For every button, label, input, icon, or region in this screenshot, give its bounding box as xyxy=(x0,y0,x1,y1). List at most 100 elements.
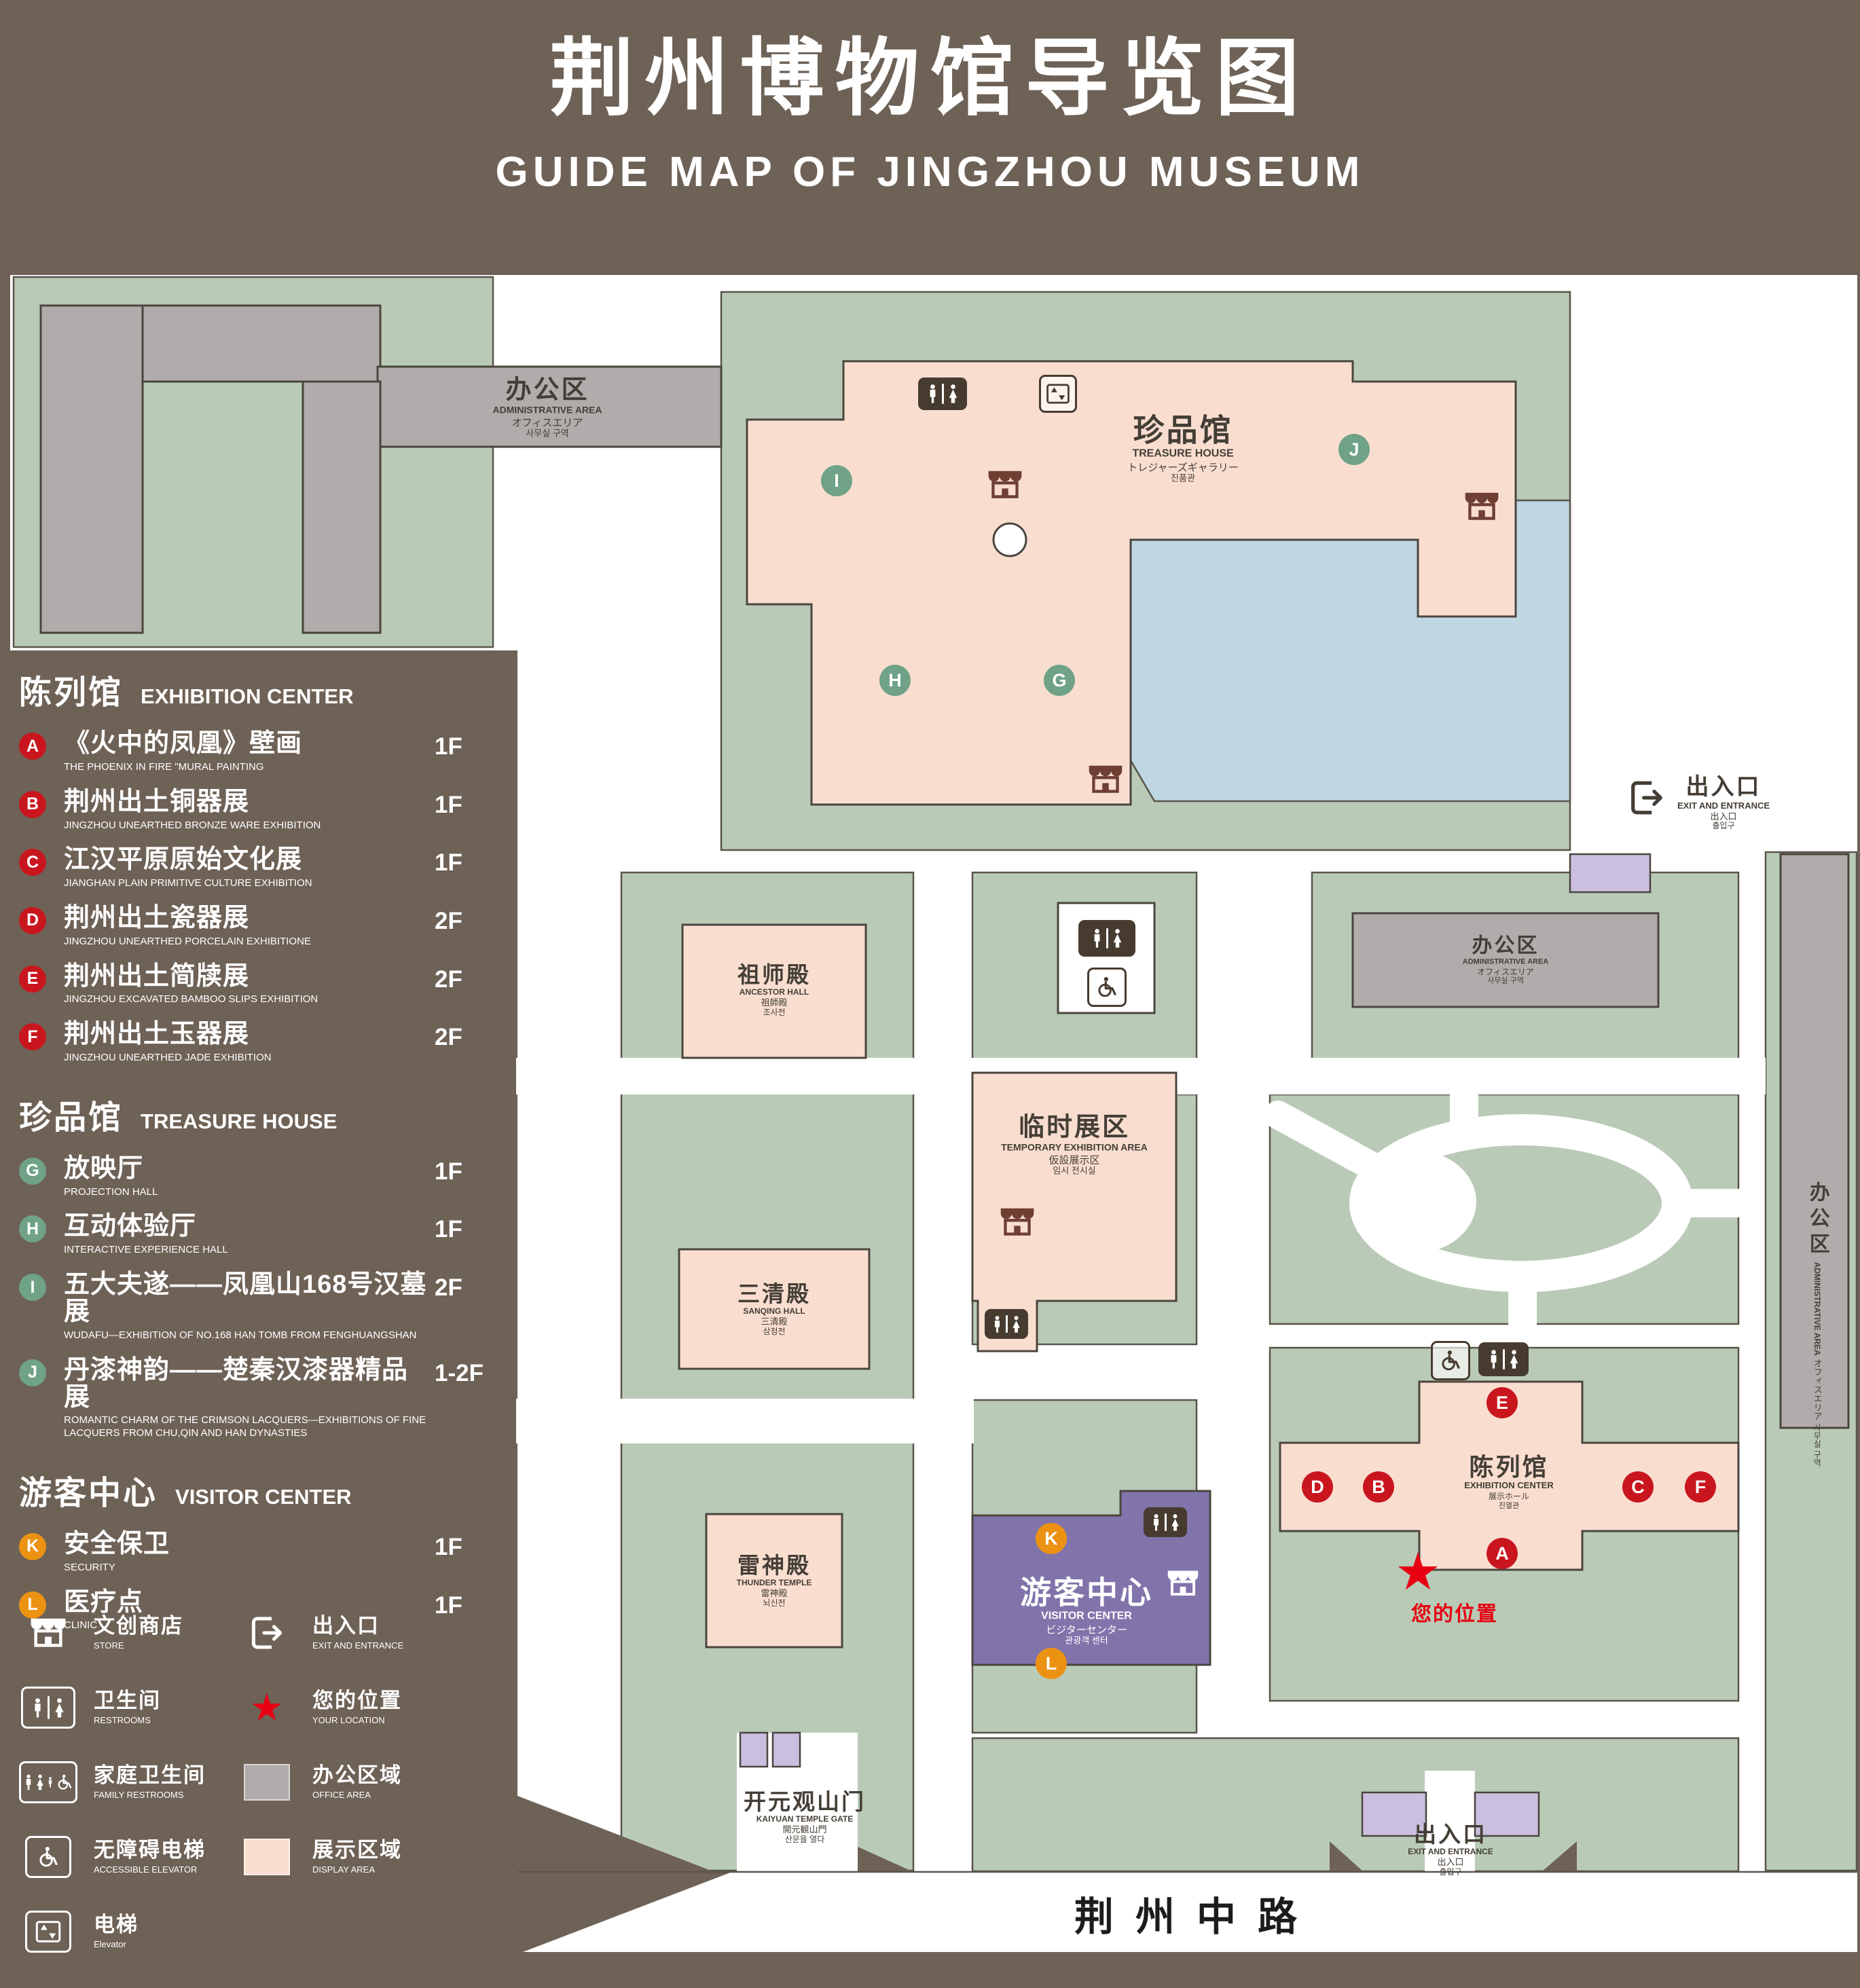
building-ancestor-hall xyxy=(681,923,867,1059)
map-badge-j: J xyxy=(1338,434,1370,465)
store-icon xyxy=(1463,491,1500,522)
bottom-exit-kiosk-right xyxy=(1474,1791,1540,1837)
restroom-icon xyxy=(1144,1507,1187,1537)
label-road: 荆州中路 xyxy=(1074,1895,1319,1939)
map-badge-b: B xyxy=(1363,1471,1394,1503)
accessible-elevator-icon xyxy=(1431,1341,1470,1380)
floor-label: 1F xyxy=(435,1158,462,1185)
label-exhibition-center: 陈列馆 EXHIBITION CENTER 展示ホール 진열관 xyxy=(1464,1452,1554,1510)
legend-symbol-store: 文创商店 STORE xyxy=(19,1596,238,1670)
bottom-exit-kiosk-left xyxy=(1361,1791,1427,1837)
store-icon xyxy=(999,1207,1036,1238)
family-restroom-icon xyxy=(19,1761,77,1803)
legend-item-g: G 放映厅 PROJECTION HALL 1F xyxy=(19,1155,497,1199)
map-badge-i: I xyxy=(821,465,852,496)
brown-wedge-exit-left xyxy=(1330,1841,1364,1872)
legend-item-l: L 医疗点 CLINIC 1F xyxy=(19,1589,497,1633)
restroom-icon xyxy=(19,1687,77,1729)
legend-item-h: H 互动体验厅 INTERACTIVE EXPERIENCE HALL 1F xyxy=(19,1213,497,1257)
legend-section-treasure-house: 珍品馆 TREASURE HOUSE xyxy=(19,1099,338,1136)
restroom-icon xyxy=(918,378,967,410)
legend-symbol-display-area: 展示区域 DISPLAY AREA xyxy=(238,1820,515,1894)
office-area-swatch xyxy=(238,1764,296,1801)
legend-symbol-exit: 出入口 EXIT AND ENTRANCE xyxy=(238,1596,515,1670)
building-admin-side xyxy=(1779,853,1850,1429)
label-exit-bottom: 出入口 EXIT AND ENTRANCE 出入口 출입구 xyxy=(1408,1822,1493,1877)
legend-item-j: J 丹漆神韵——楚秦汉漆器精品展 ROMANTIC CHARM OF THE C… xyxy=(19,1357,497,1440)
label-temporary-exhibition: 临时展区 TEMPORARY EXHIBITION AREA 仮設展示区 임시 … xyxy=(1001,1113,1148,1176)
road-taper xyxy=(517,1872,732,1954)
path-horizontal-low xyxy=(516,1399,974,1443)
legend-symbol-accessible-elevator: 无障碍电梯 ACCESSIBLE ELEVATOR xyxy=(19,1820,238,1894)
gate-kiosk-right xyxy=(771,1731,801,1768)
building-treasure-house xyxy=(746,360,1517,806)
legend-symbol-family-restrooms: 家庭卫生间 FAMILY RESTROOMS xyxy=(19,1745,238,1820)
store-icon xyxy=(987,469,1023,500)
building-exhibition-center xyxy=(1279,1380,1740,1571)
badge-l: L xyxy=(19,1591,46,1619)
badge-f: F xyxy=(19,1023,46,1051)
legend-section-visitor-center: 游客中心 VISITOR CENTER xyxy=(19,1475,352,1511)
floor-label: 1F xyxy=(435,1591,462,1619)
floor-label: 2F xyxy=(435,1274,462,1302)
building-admin-mid xyxy=(1351,912,1660,1008)
badge-d: D xyxy=(19,906,46,934)
legend-item-i: I 五大夫遂——凤凰山168号汉墓展 WUDAFU—EXHIBITION OF … xyxy=(19,1271,497,1342)
floor-label: 1F xyxy=(435,733,462,760)
floor-label: 1F xyxy=(435,1533,462,1560)
restroom-icon xyxy=(1478,1342,1529,1376)
building-thunder-temple xyxy=(705,1513,843,1649)
elevator-icon xyxy=(1039,375,1077,413)
floor-label: 1-2F xyxy=(435,1359,484,1386)
legend-item-f: F 荆州出土玉器展 JINGZHOU UNEARTHED JADE EXHIBI… xyxy=(19,1020,497,1065)
label-ancestor-hall: 祖师殿 ANCESTOR HALL 祖師殿 조사전 xyxy=(737,962,811,1018)
legend-item-e: E 荆州出土简牍展 JINGZHOU EXCAVATED BAMBOO SLIP… xyxy=(19,963,497,1007)
legend-item-k: K 安全保卫 SECURITY 1F xyxy=(19,1530,497,1575)
label-admin-side: 办公区 ADMINISTRATIVE AREA オフィスエリア 사무실 구역 xyxy=(1806,1181,1829,1467)
badge-k: K xyxy=(19,1532,46,1560)
legend-item-a: A 《火中的凤凰》壁画 THE PHOENIX IN FIRE "MURAL P… xyxy=(19,730,497,774)
badge-b: B xyxy=(19,790,46,818)
legend-symbol-your-location: ★ 您的位置 YOUR LOCATION xyxy=(238,1670,515,1745)
gate-kiosk-left xyxy=(739,1731,769,1768)
legend-symbol-office-area: 办公区域 OFFICE AREA xyxy=(238,1745,515,1820)
legend-symbol-restrooms: 卫生间 RESTROOMS xyxy=(19,1670,238,1745)
map-badge-a: A xyxy=(1487,1538,1518,1569)
store-icon xyxy=(1087,764,1124,795)
green-area-bottom-band xyxy=(971,1737,1740,1873)
floor-label: 2F xyxy=(435,965,462,993)
brown-wedge-gate-left xyxy=(517,1796,714,1872)
elevator-icon xyxy=(19,1911,77,1953)
badge-g: G xyxy=(19,1157,46,1185)
legend-symbol-elevator: 电梯 Elevator xyxy=(19,1894,238,1969)
map-badge-k: K xyxy=(1036,1523,1067,1554)
map-badge-l: L xyxy=(1036,1648,1067,1679)
building-admin-inner-wing xyxy=(302,380,382,634)
accessible-restroom-icon xyxy=(1087,968,1127,1007)
accessible-elevator-icon xyxy=(19,1836,77,1878)
map-badge-g: G xyxy=(1044,665,1075,696)
page-title: 荆州博物馆导览图 xyxy=(549,32,1311,126)
badge-i: I xyxy=(19,1274,46,1302)
label-visitor-center: 游客中心 VISITOR CENTER ビジターセンター 관광객 센터 xyxy=(1020,1575,1153,1646)
page-subtitle: GUIDE MAP OF JINGZHOU MUSEUM xyxy=(495,149,1365,196)
badge-e: E xyxy=(19,965,46,993)
legend-item-b: B 荆州出土铜器展 JINGZHOU UNEARTHED BRONZE WARE… xyxy=(19,788,497,832)
building-temporary-exhibition xyxy=(971,1071,1178,1352)
label-sanqing-hall: 三清殿 SANQING HALL 三清殿 삼청전 xyxy=(737,1281,811,1337)
store-icon xyxy=(19,1617,77,1649)
map-badge-c: C xyxy=(1622,1471,1654,1503)
display-area-swatch xyxy=(238,1839,296,1875)
legend-panel: 陈列馆 EXHIBITION CENTER A 《火中的凤凰》壁画 THE PH… xyxy=(19,665,497,1647)
location-star-icon: ★ xyxy=(249,1686,285,1729)
label-admin-right: 办公区 ADMINISTRATIVE AREA オフィスエリア 사무실 구역 xyxy=(1462,934,1549,985)
your-location-star-icon: ★ xyxy=(1394,1543,1442,1601)
brown-wedge-exit-right xyxy=(1542,1841,1577,1872)
garden-connector-paths xyxy=(1264,1080,1753,1338)
label-your-location: 您的位置 xyxy=(1411,1603,1498,1625)
floor-label: 1F xyxy=(435,849,462,877)
treasure-dome xyxy=(992,522,1027,557)
map-badge-h: H xyxy=(879,665,911,696)
